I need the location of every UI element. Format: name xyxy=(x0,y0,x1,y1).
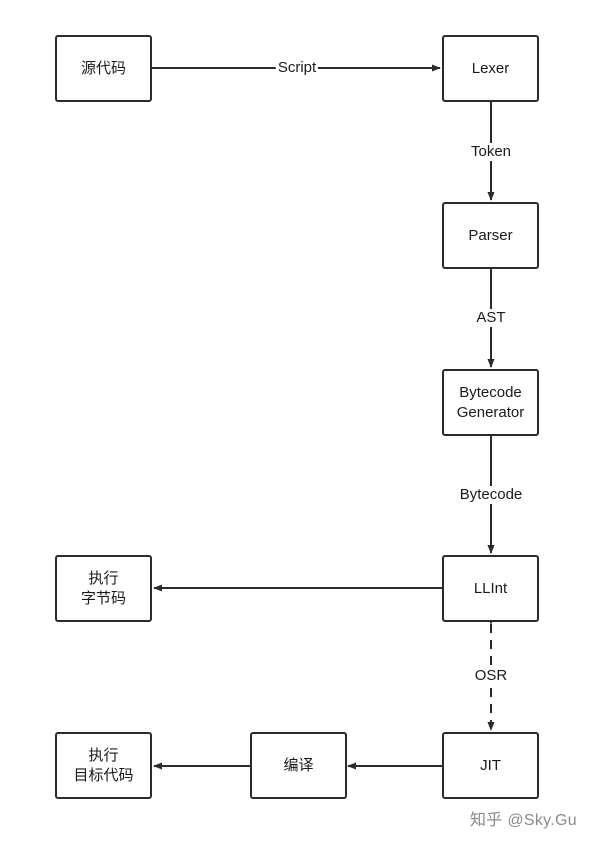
node-compile: 编译 xyxy=(250,732,347,799)
node-bytecode-generator: Bytecode Generator xyxy=(442,369,539,436)
edge-label-bytecode: Bytecode xyxy=(457,486,525,504)
node-lexer: Lexer xyxy=(442,35,539,102)
node-parser: Parser xyxy=(442,202,539,269)
node-exec-bytecode: 执行 字节码 xyxy=(55,555,152,622)
node-jit: JIT xyxy=(442,732,539,799)
edge-label-ast: AST xyxy=(474,309,508,327)
node-llint: LLInt xyxy=(442,555,539,622)
watermark-zhihu: 知乎 @Sky.Gu xyxy=(470,812,577,829)
node-source-code: 源代码 xyxy=(55,35,152,102)
node-exec-target-code: 执行 目标代码 xyxy=(55,732,152,799)
edge-label-osr: OSR xyxy=(472,667,510,685)
edge-label-token: Token xyxy=(468,143,514,161)
edge-label-script: Script xyxy=(275,59,319,77)
